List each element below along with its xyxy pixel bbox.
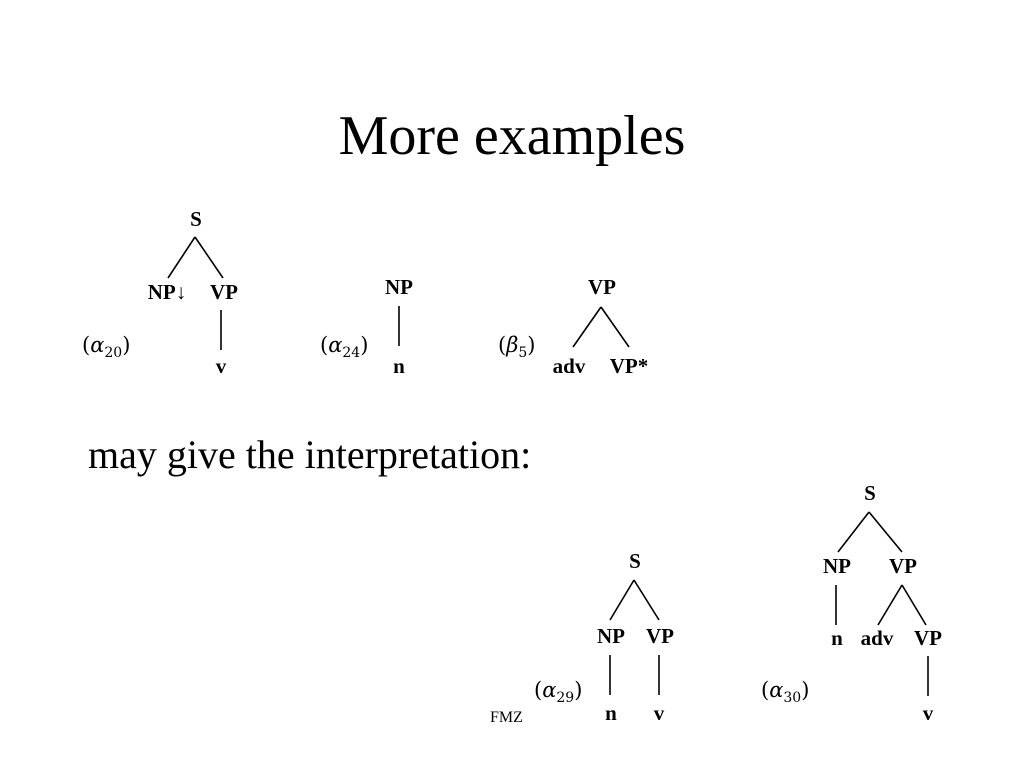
edge <box>194 236 224 279</box>
node-vp-foot: VP* <box>610 354 649 378</box>
node-v: v <box>923 701 934 725</box>
edge <box>901 584 927 626</box>
tree-alpha24: (α24) NP n <box>320 275 413 378</box>
tree-label: (β5) <box>498 333 535 361</box>
tree-label: (α29) <box>534 678 582 706</box>
slide-title: More examples <box>338 105 686 167</box>
tree-alpha29: (α29) S NP VP n v <box>534 549 674 725</box>
node-np: NP <box>385 275 413 299</box>
node-vp: VP <box>210 280 238 304</box>
node-np-substitution: NP↓ <box>148 280 187 304</box>
edge <box>572 306 602 348</box>
tree-alpha20: (α20) S NP↓ VP v <box>82 207 238 378</box>
node-n: n <box>831 626 843 650</box>
node-np: NP <box>597 624 625 648</box>
tree-label: (α20) <box>82 333 130 361</box>
edge <box>609 579 635 621</box>
node-adv: adv <box>861 626 894 650</box>
tree-label: (α24) <box>320 333 368 361</box>
node-s: S <box>864 481 876 505</box>
node-vp: VP <box>646 624 674 648</box>
edge <box>167 236 196 279</box>
node-adv: adv <box>553 354 586 378</box>
node-s: S <box>190 207 202 231</box>
tree-label: (α30) <box>761 678 809 706</box>
edge <box>633 579 660 621</box>
edge <box>868 511 903 553</box>
node-vp: VP <box>914 626 942 650</box>
node-v: v <box>216 354 227 378</box>
edge <box>600 306 630 348</box>
node-vp: VP <box>588 275 616 299</box>
edge <box>837 511 870 553</box>
tree-alpha30: (α30) S NP VP n adv VP v <box>761 481 942 725</box>
body-text: may give the interpretation: <box>88 432 532 477</box>
node-v: v <box>654 701 665 725</box>
tree-beta5: (β5) VP adv VP* <box>498 275 648 378</box>
node-n: n <box>393 354 405 378</box>
edge <box>877 584 903 626</box>
footer-text: FMZ <box>490 709 523 726</box>
node-np: NP <box>823 554 851 578</box>
node-n: n <box>605 701 617 725</box>
node-s: S <box>629 549 641 573</box>
node-vp: VP <box>889 554 917 578</box>
